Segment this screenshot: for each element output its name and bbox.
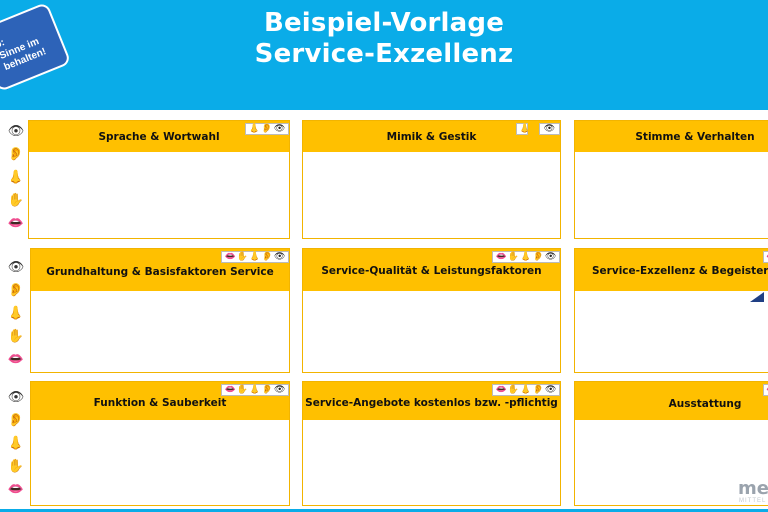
ear-icon: 👂 [7, 283, 25, 298]
eye-icon: 👁 [544, 385, 557, 395]
card-header: Sprache & Wortwahl 👃 👂 👁 [29, 121, 289, 152]
eye-icon: 👁 [273, 124, 286, 134]
ear-icon: 👂 [261, 385, 273, 395]
card-title: Grundhaltung & Basisfaktoren Service [46, 266, 274, 278]
hand-icon: ✋ [236, 252, 249, 262]
ear-icon: 👂 [532, 385, 544, 395]
eye-icon: 👁 [543, 124, 556, 134]
ear-icon: 👂 [7, 413, 25, 428]
mouth-icon: 👄 [224, 385, 236, 395]
card-header: Service-Exzellenz & Begeisterungs 👄 [575, 249, 768, 291]
eye-icon: 👁 [7, 390, 25, 405]
title-line-1: Beispiel-Vorlage [263, 8, 505, 38]
card-sprache-wortwahl[interactable]: Sprache & Wortwahl 👃 👂 👁 [28, 120, 290, 239]
nose-icon: 👃 [519, 124, 531, 134]
hand-icon: ✋ [7, 329, 25, 344]
card-service-qualitaet[interactable]: Service-Qualität & Leistungsfaktoren 👄 ✋… [302, 248, 561, 373]
mouth-icon: 👄 [495, 252, 507, 262]
eye-icon: 👁 [544, 252, 557, 262]
hand-icon: ✋ [7, 459, 25, 474]
decorative-arrow [750, 292, 764, 302]
card-header: Service-Qualität & Leistungsfaktoren 👄 ✋… [303, 249, 560, 291]
card-title: Ausstattung [668, 398, 742, 410]
card-header: Stimme & Verhalten [575, 121, 768, 152]
sense-icon-strip: 👄 [763, 251, 768, 263]
eye-icon: 👁 [273, 385, 286, 395]
mouth-icon: 👄 [766, 252, 768, 262]
card-title: Funktion & Sauberkeit [93, 397, 227, 409]
nose-icon: 👃 [7, 170, 25, 185]
sense-icon-strip: 👁 [539, 123, 560, 135]
card-header: Grundhaltung & Basisfaktoren Service 👄 ✋… [31, 249, 289, 291]
nose-icon: 👃 [7, 306, 25, 321]
nose-icon: 👃 [249, 252, 261, 262]
card-mimik-gestik[interactable]: Mimik & Gestik 👃 👁 [302, 120, 561, 239]
hand-icon: ✋ [507, 252, 520, 262]
card-stimme-verhalten[interactable]: Stimme & Verhalten [574, 120, 768, 239]
mouth-icon: 👄 [7, 482, 25, 497]
card-header: Ausstattung 👄 [575, 382, 768, 420]
hand-icon: ✋ [7, 193, 25, 208]
card-funktion-sauberkeit[interactable]: Funktion & Sauberkeit 👄 ✋ 👃 👂 👁 [30, 381, 290, 506]
card-service-exzellenz[interactable]: Service-Exzellenz & Begeisterungs 👄 [574, 248, 768, 373]
sense-icon-strip: 👄 ✋ 👃 👂 👁 [221, 251, 289, 263]
hand-icon: ✋ [507, 385, 520, 395]
nose-icon: 👃 [520, 252, 532, 262]
brand-logo-subtext: MITTEL [739, 498, 767, 504]
brand-logo: me [738, 478, 768, 499]
title-line-2: Service-Exzellenz [254, 39, 514, 69]
nose-icon: 👃 [520, 385, 532, 395]
sense-icon-strip: 👄 [763, 384, 768, 396]
nose-icon: 👃 [249, 385, 261, 395]
ear-icon: 👂 [7, 147, 25, 162]
card-title: Sprache & Wortwahl [98, 131, 220, 143]
card-grundhaltung[interactable]: Grundhaltung & Basisfaktoren Service 👄 ✋… [30, 248, 290, 373]
card-header: Service-Angebote kostenlos bzw. -pflicht… [303, 382, 560, 420]
card-title: Mimik & Gestik [386, 131, 477, 143]
sense-icon-strip: 👄 ✋ 👃 👂 👁 [221, 384, 289, 396]
senses-column-row-2: 👁 👂 👃 ✋ 👄 [5, 260, 27, 375]
senses-column-row-3: 👁 👂 👃 ✋ 👄 [5, 390, 27, 505]
sense-icon-strip: 👄 ✋ 👃 👂 👁 [492, 251, 560, 263]
sense-icon-strip: 👃 [516, 123, 531, 135]
nose-icon: 👃 [7, 436, 25, 451]
header-banner: Beispiel-Vorlage Service-Exzellenz [0, 0, 768, 110]
card-ausstattung[interactable]: Ausstattung 👄 [574, 381, 768, 506]
hand-icon: ✋ [236, 385, 249, 395]
mouth-icon: 👄 [224, 252, 236, 262]
eye-icon: 👁 [273, 252, 286, 262]
senses-column-row-1: 👁 👂 👃 ✋ 👄 [5, 124, 27, 239]
ear-icon: 👂 [261, 124, 273, 134]
mouth-icon: 👄 [7, 352, 25, 367]
footer-bar [0, 509, 768, 512]
ear-icon: 👂 [261, 252, 273, 262]
card-title: Stimme & Verhalten [635, 131, 755, 143]
card-title: Service-Angebote kostenlos bzw. -pflicht… [305, 397, 558, 409]
card-service-angebote[interactable]: Service-Angebote kostenlos bzw. -pflicht… [302, 381, 561, 506]
mouth-icon: 👄 [7, 216, 25, 231]
ear-icon: 👂 [532, 252, 544, 262]
card-header: Mimik & Gestik 👃 👁 [303, 121, 560, 152]
mouth-icon: 👄 [766, 385, 768, 395]
nose-icon: 👃 [248, 124, 260, 134]
card-title: Service-Exzellenz & Begeisterungs [592, 265, 768, 277]
eye-icon: 👁 [7, 260, 25, 275]
mouth-icon: 👄 [495, 385, 507, 395]
sense-icon-strip: 👄 ✋ 👃 👂 👁 [492, 384, 560, 396]
sense-icon-strip: 👃 👂 👁 [245, 123, 289, 135]
eye-icon: 👁 [7, 124, 25, 139]
card-title: Service-Qualität & Leistungsfaktoren [321, 265, 542, 277]
page-title: Beispiel-Vorlage Service-Exzellenz [0, 8, 768, 70]
card-header: Funktion & Sauberkeit 👄 ✋ 👃 👂 👁 [31, 382, 289, 420]
